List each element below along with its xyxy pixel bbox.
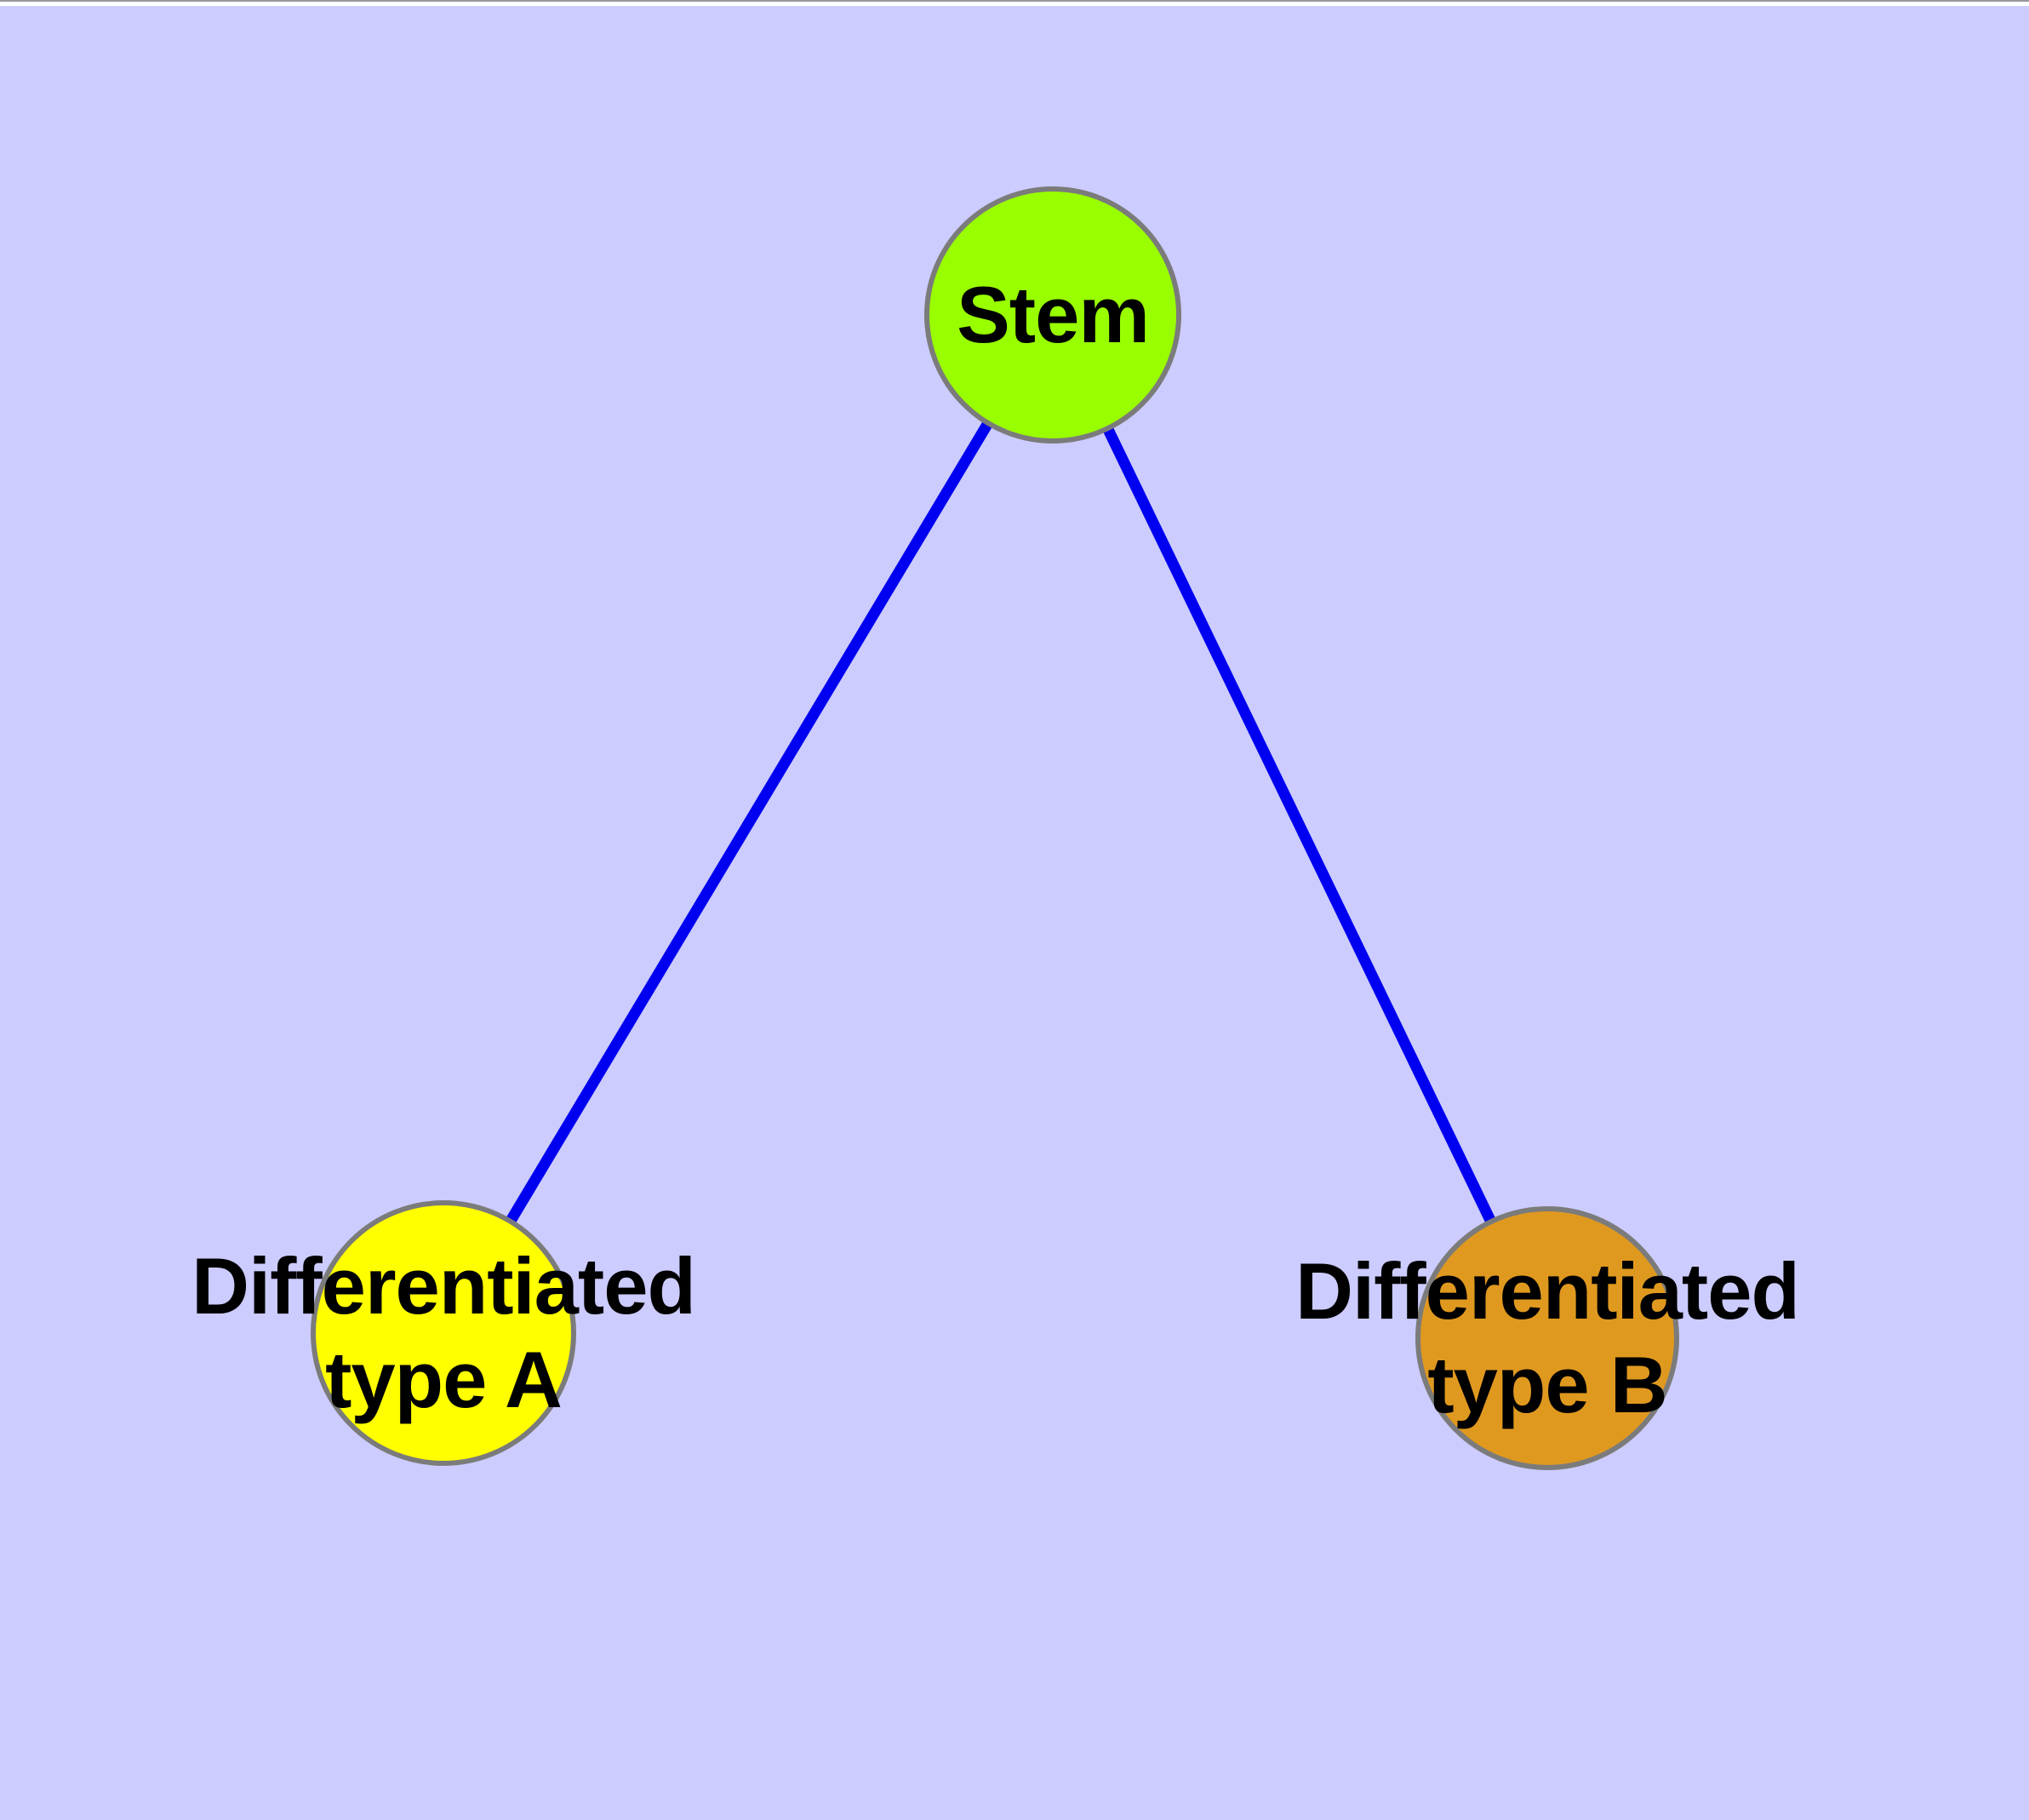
node-type-b-label-line-2: type B: [1427, 1340, 1667, 1429]
edge-stem-to-type-a: [438, 312, 1058, 1336]
node-type-a-circle: [311, 1200, 576, 1466]
window-top-strip: [0, 0, 2029, 6]
edge-stem-to-type-b: [1048, 312, 1552, 1341]
node-type-a-label-line-1: Differentiated: [191, 1241, 696, 1331]
node-type-a-label: Differentiated type A: [191, 1239, 696, 1427]
node-stem-circle: [924, 186, 1181, 444]
node-stem-label: Stem: [957, 268, 1150, 362]
node-type-b-label-line-1: Differentiated: [1295, 1246, 1800, 1336]
node-type-b-label: Differentiated type B: [1295, 1245, 1800, 1432]
node-type-a-label-line-2: type A: [325, 1335, 563, 1424]
node-stem-label-line: Stem: [957, 270, 1150, 359]
node-type-b-circle: [1415, 1206, 1679, 1470]
